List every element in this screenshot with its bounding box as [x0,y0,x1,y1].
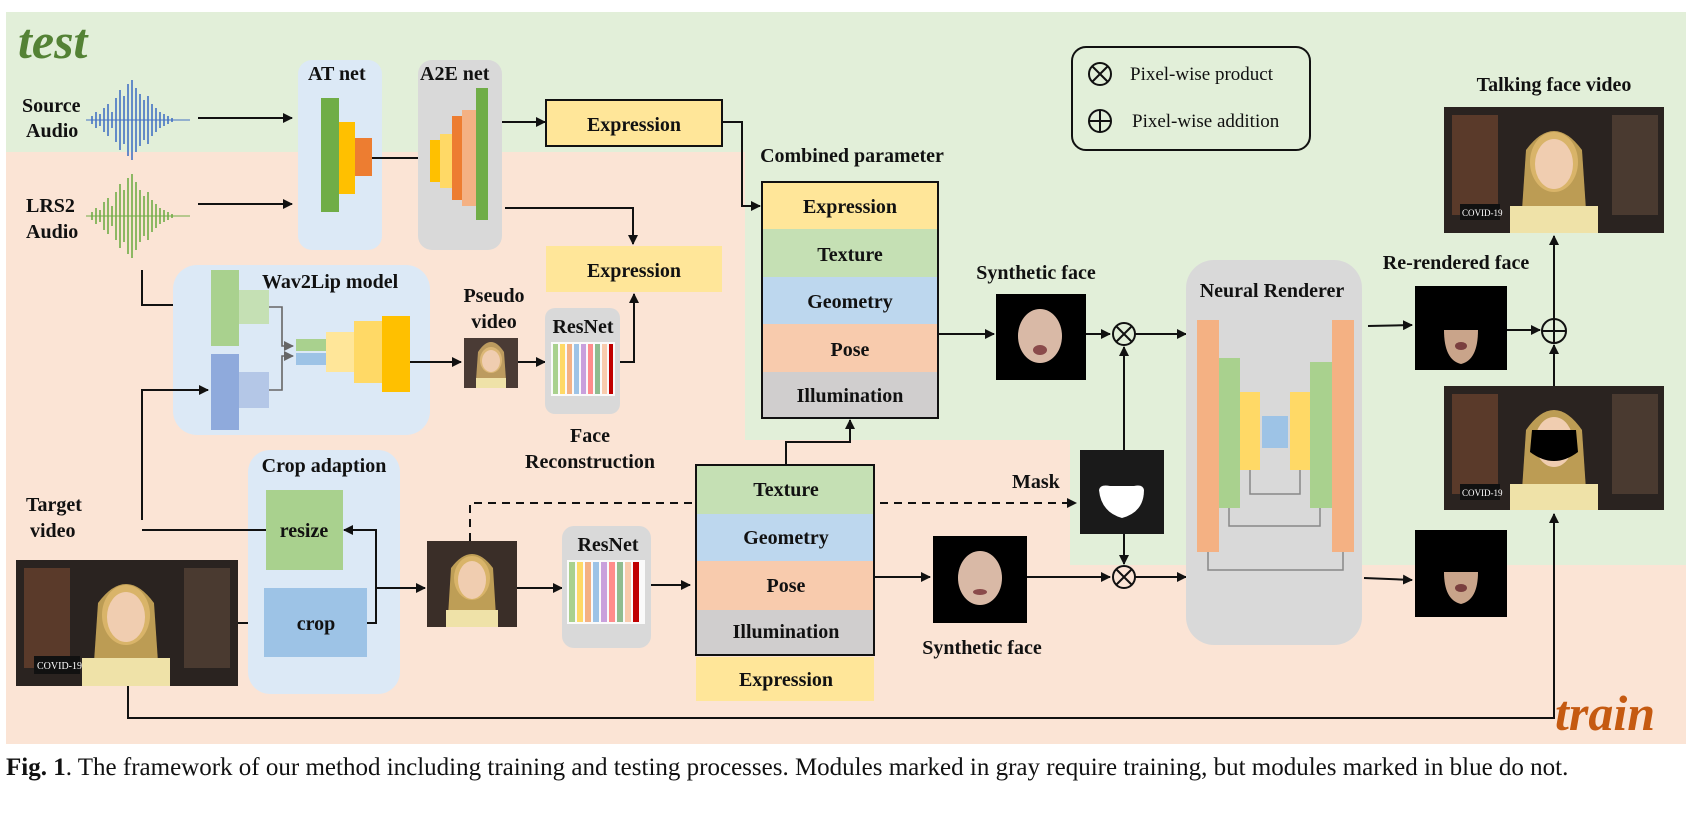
target-video-label: Target [26,494,82,516]
resnet-top-layers [551,342,615,396]
badge-target: COVID-19 [37,661,82,672]
resnet-top-label: ResNet [552,316,613,338]
crop-adaption-label: Crop adaption [262,455,387,477]
lrs2-audio-label: LRS2 [26,195,75,217]
target-video-frame: COVID-19 [16,560,238,686]
target-video-label-2: video [30,520,76,542]
crop-adaption-module [248,450,400,694]
lower-item-expression: Expression [739,669,833,691]
resnet-bottom-label: ResNet [577,534,638,556]
lower-item-pose: Pose [767,575,806,597]
combined-parameter-label: Combined parameter [760,145,944,167]
talking-face-video-frame: COVID-19 [1444,107,1664,233]
legend-box [1071,46,1311,151]
mask-image [1080,450,1164,534]
lrs2-audio-label-2: Audio [26,221,78,243]
badge-masked: COVID-19 [1462,488,1503,498]
caption-prefix: Fig. 1 [6,754,66,781]
combined-item-texture: Texture [817,244,883,266]
expression-box-mid [546,246,722,292]
badge-talking: COVID-19 [1462,208,1503,218]
caption-text: . The framework of our method including … [65,754,1569,781]
combined-item-illumination: Illumination [797,385,904,407]
neural-renderer-module [1186,260,1362,645]
lower-item-texture: Texture [753,479,819,501]
source-audio-label: Source [22,95,81,117]
synthetic-face-top-image [996,294,1086,380]
figure-caption: Fig. 1. The framework of our method incl… [6,750,1686,786]
cropped-video-frame [427,541,517,627]
face-recon-label-2: Reconstruction [525,451,655,473]
masked-video-frame: COVID-19 [1444,386,1664,510]
expression-mid-label: Expression [587,260,681,282]
legend-addition-icon [1088,109,1112,133]
legend-addition-label: Pixel-wise addition [1132,111,1280,132]
expression-box-top [545,99,723,147]
source-audio-label-2: Audio [26,120,78,142]
combined-item-geometry: Geometry [807,291,893,313]
legend-product-icon [1088,62,1112,86]
resize-box [266,490,343,570]
resnet-bottom-layers [567,560,645,624]
resize-label: resize [280,520,329,542]
pixel-addition-icon [1541,318,1567,344]
rerendered-face-label: Re-rendered face [1383,252,1530,274]
crop-label: crop [297,613,336,635]
pseudo-video-frame [464,338,518,388]
neural-renderer-layers [1197,320,1354,571]
crop-box [264,588,367,657]
train-label: train [1555,685,1655,741]
at-net-label: AT net [308,63,366,85]
masked-face-bottom-image [1415,530,1507,617]
synthetic-face-bottom-label: Synthetic face [922,637,1042,659]
combined-item-pose: Pose [831,339,870,361]
source-audio-waveform-icon [86,80,190,160]
talking-face-video-label: Talking face video [1477,74,1632,96]
combined-item-expression: Expression [803,196,897,218]
synthetic-face-bottom-image [933,536,1027,623]
pseudo-video-label: Pseudo [463,285,524,307]
neural-renderer-label: Neural Renderer [1200,280,1345,302]
legend-product-label: Pixel-wise product [1130,64,1274,85]
rerendered-face-image [1415,286,1507,370]
test-label: test [18,13,90,69]
lower-item-geometry: Geometry [743,527,829,549]
wav2lip-label: Wav2Lip model [262,271,399,293]
a2e-net-label: A2E net [420,63,490,85]
pseudo-video-label-2: video [471,311,517,333]
mask-label: Mask [1012,471,1061,493]
combined-parameter-stack: Expression Texture Geometry Pose Illumin… [761,181,939,419]
lower-item-illumination: Illumination [733,621,840,643]
lrs2-audio-waveform-icon [86,174,190,258]
lower-parameter-stack: Texture Geometry Pose Illumination Expre… [695,464,875,701]
expression-top-label: Expression [587,114,681,136]
face-recon-label: Face [570,425,610,447]
synthetic-face-top-label: Synthetic face [976,262,1096,284]
